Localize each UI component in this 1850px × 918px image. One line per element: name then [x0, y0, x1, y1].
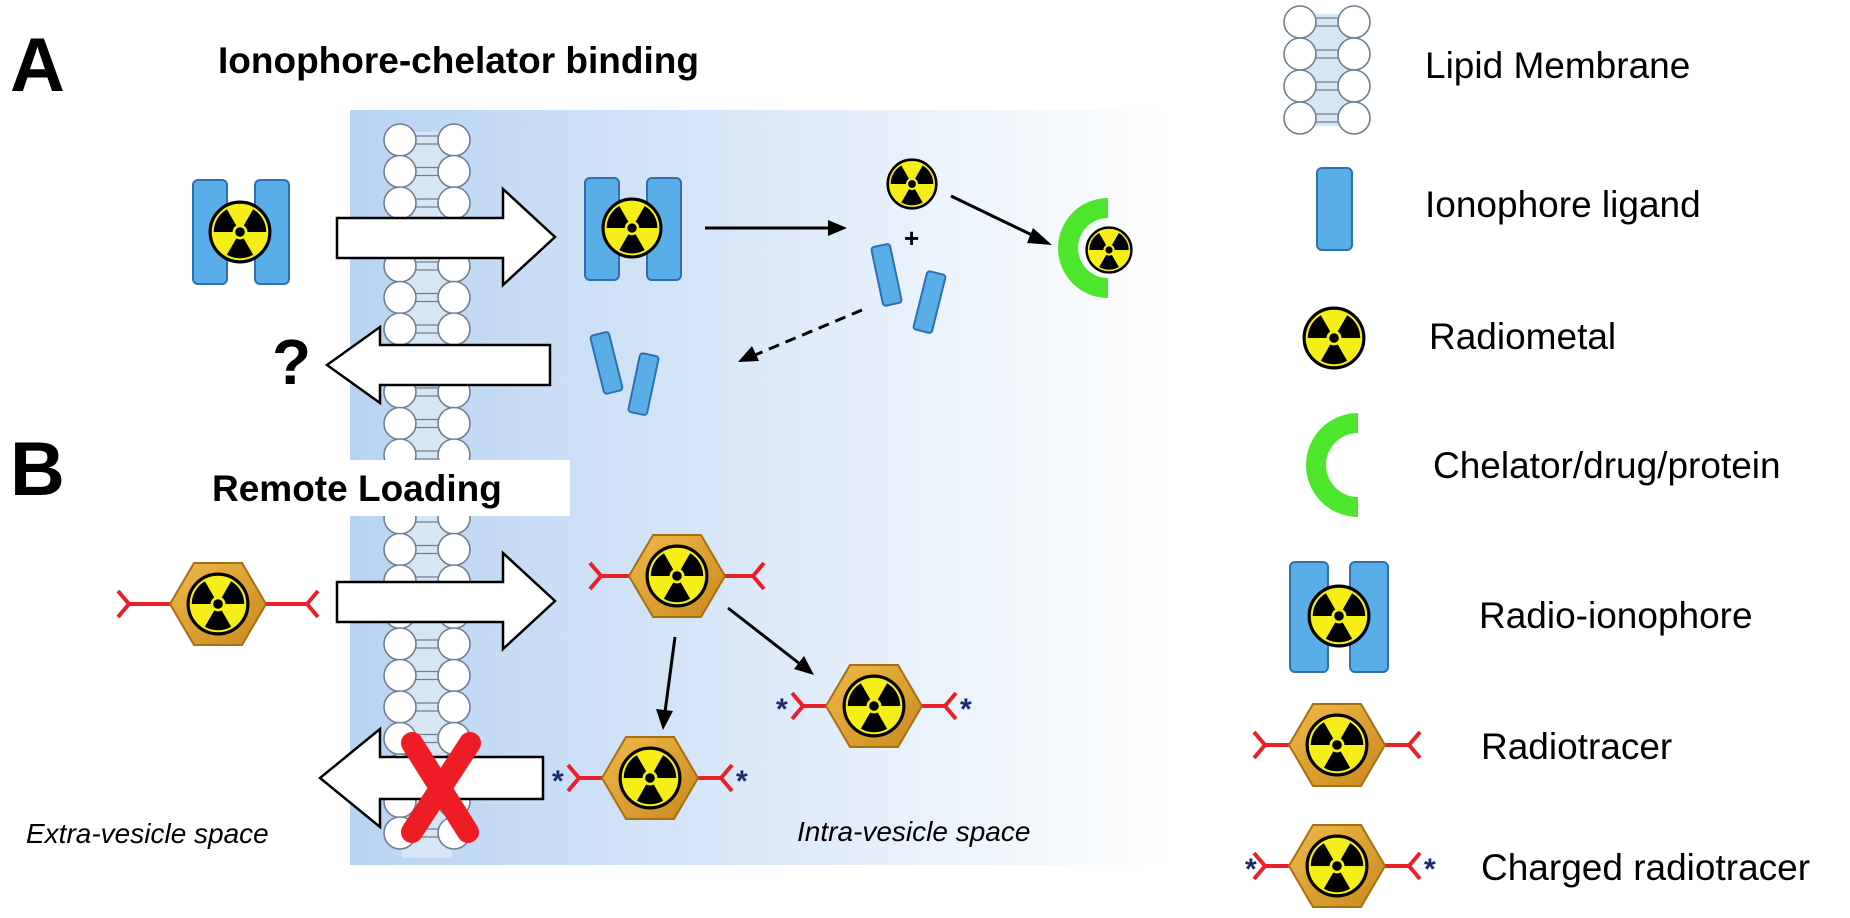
svg-text:*: * [1245, 853, 1257, 886]
legend-radiotracer-icon [1252, 704, 1422, 786]
remote-loading-title-bg [200, 460, 570, 516]
unknown-mark: ? [272, 326, 312, 398]
svg-text:*: * [1424, 853, 1436, 886]
panel-a-letter: A [10, 23, 65, 108]
charged-radiotracer-right: * * [776, 665, 972, 747]
influx-arrow-b [335, 550, 557, 652]
legend-label-chelator: Chelator/drug/protein [1433, 445, 1781, 486]
charging-arrowhead-right [794, 656, 814, 675]
legend-label-charged-radiotracer: Charged radiotracer [1481, 847, 1811, 888]
radio-ionophore-inside [584, 177, 682, 281]
efflux-arrow-a [324, 324, 552, 406]
charged-radiotracer-bottom: * * [552, 737, 748, 819]
legend-label-radiometal: Radiometal [1429, 316, 1617, 357]
chelation-arrowhead [1027, 228, 1052, 245]
svg-text:*: * [776, 693, 788, 726]
chelation-arrow [950, 194, 1035, 238]
extra-vesicle-label: Extra-vesicle space [26, 818, 269, 849]
charging-arrow-down [663, 636, 677, 713]
influx-arrow-a [335, 186, 557, 288]
svg-text:*: * [960, 693, 972, 726]
legend-radio-ionophore-icon [1289, 561, 1389, 673]
panel-b-letter: B [10, 427, 65, 512]
panel-a-title: Ionophore-chelator binding [218, 40, 699, 81]
ionophore-pair-2 [627, 352, 660, 416]
legend-charged-radiotracer-icon: * * [1245, 825, 1436, 907]
intra-vesicle-label: Intra-vesicle space [797, 816, 1031, 847]
dissociation-arrowhead [828, 220, 847, 236]
legend-label-radio-ionophore: Radio-ionophore [1479, 595, 1753, 636]
legend-ionophore-icon [1316, 167, 1353, 251]
efflux-dashed-arrowhead [738, 346, 759, 362]
radiotracer-inside [588, 535, 766, 617]
free-ionophore-1 [870, 243, 903, 307]
legend-label-radiotracer: Radiotracer [1481, 726, 1673, 767]
plus-sign: + [904, 223, 920, 253]
svg-text:*: * [736, 765, 748, 798]
ionophore-pair-1 [589, 331, 624, 395]
panel-b-title: Remote Loading [212, 468, 502, 509]
free-ionophore-2 [912, 270, 947, 334]
radio-ionophore-outside [192, 179, 290, 285]
blocked-x-mark [401, 732, 481, 843]
legend-chelator-icon [1306, 413, 1358, 517]
charging-arrowhead-down [656, 709, 673, 730]
charging-arrow-right [727, 606, 801, 666]
legend-label-ionophore-ligand: Ionophore ligand [1425, 184, 1701, 225]
efflux-dashed-arrow [754, 308, 863, 357]
legend-label-lipid-membrane: Lipid Membrane [1425, 45, 1691, 86]
legend-radiometal-icon [1302, 306, 1366, 370]
radiotracer-outside [116, 563, 320, 645]
svg-text:*: * [552, 765, 564, 798]
chelator-bound [1058, 198, 1108, 298]
legend-lipid-icon [1283, 5, 1371, 135]
